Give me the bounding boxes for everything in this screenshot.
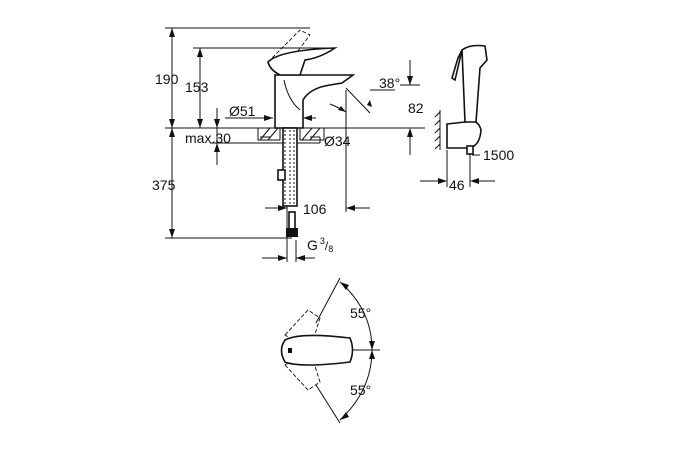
dim-hole-diameter: Ø34 xyxy=(324,133,351,149)
dim-hose-length: 1500 xyxy=(483,147,514,163)
dim-spout-angle: 38° xyxy=(379,75,400,91)
dim-spout-height: 82 xyxy=(408,100,424,116)
dim-max-thickness: max.30 xyxy=(185,130,231,146)
dim-spout-reach: 106 xyxy=(303,201,327,217)
faucet-top-view xyxy=(280,277,380,424)
dim-height-total: 190 xyxy=(155,71,179,87)
dimension-arrows xyxy=(169,28,479,261)
faucet-side-view xyxy=(267,29,356,237)
dim-height-spout: 153 xyxy=(185,79,209,95)
dim-base-diameter: Ø51 xyxy=(229,103,256,119)
dim-rotation-left: 55° xyxy=(350,305,371,321)
dim-below-counter: 375 xyxy=(152,177,176,193)
hand-shower-side-view xyxy=(434,44,488,155)
dim-rotation-right: 55° xyxy=(350,382,371,398)
counter-section xyxy=(257,127,325,141)
dim-holder-depth: 46 xyxy=(449,177,465,193)
